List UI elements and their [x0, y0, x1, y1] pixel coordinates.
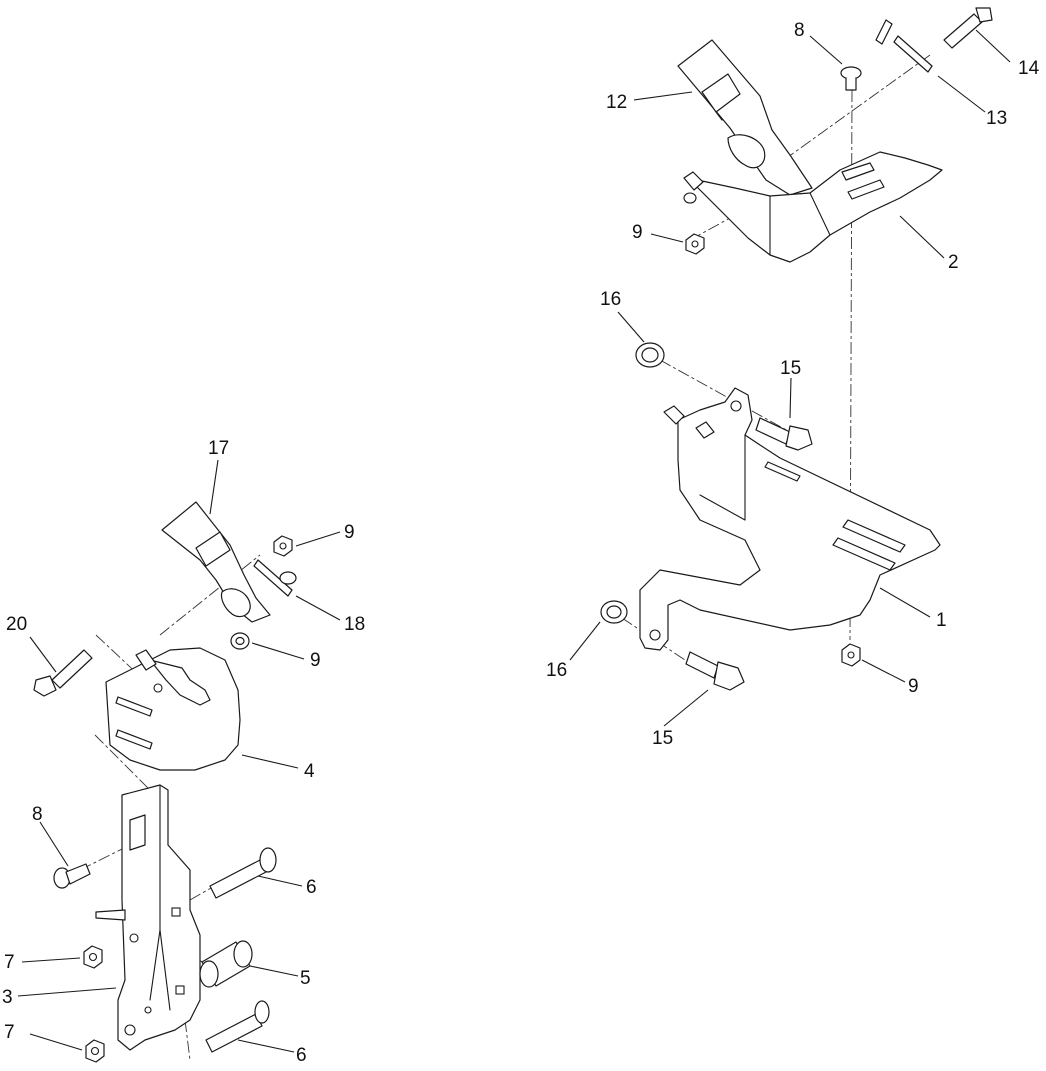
nut-part-7-top [83, 945, 103, 969]
pedal-bracket-part-4 [105, 647, 241, 771]
callout-6-top: 6 [306, 877, 317, 898]
callout-2: 2 [948, 252, 959, 273]
main-bracket-part-1 [639, 387, 941, 651]
callout-5: 5 [300, 968, 311, 989]
pedal-pad-part-17 [161, 501, 271, 623]
leader-lines [17, 29, 1011, 1053]
callout-9-c: 9 [344, 522, 355, 543]
spacer-part-13 [875, 19, 933, 73]
callout-15-top: 15 [780, 358, 801, 379]
pedal-pad-part-12 [677, 39, 813, 196]
bolt-part-15-bottom [685, 651, 745, 691]
bolt-part-14 [943, 7, 993, 49]
bolt-part-15-top [755, 417, 813, 451]
callout-6-bottom: 6 [296, 1045, 307, 1066]
callout-20: 20 [6, 614, 27, 635]
callout-1: 1 [936, 610, 947, 631]
callout-9-a: 9 [632, 222, 643, 243]
bushing-part-5 [199, 940, 253, 988]
callout-15-bottom: 15 [652, 728, 673, 749]
pin-part-6-top [209, 847, 277, 899]
nut-part-9-b [841, 643, 861, 667]
callout-4: 4 [304, 761, 315, 782]
nut-part-7-bottom [85, 1039, 105, 1063]
callout-14: 14 [1018, 58, 1040, 79]
callout-7-top: 7 [4, 952, 15, 973]
spacer-part-18 [253, 559, 297, 597]
callout-16-bottom: 16 [546, 660, 567, 681]
callout-9-d: 9 [310, 650, 321, 671]
callout-8-left: 8 [32, 804, 43, 825]
callout-12: 12 [606, 92, 627, 113]
flange-nut-part-16-top [635, 342, 665, 368]
nut-part-9-d [230, 632, 250, 650]
clevis-pin-part-8-right [840, 66, 862, 91]
callout-3: 3 [2, 987, 13, 1008]
callout-18: 18 [344, 614, 365, 635]
callout-7-bottom: 7 [4, 1022, 15, 1043]
pin-part-6-bottom [205, 1000, 270, 1053]
callout-16-top: 16 [600, 289, 621, 310]
nut-part-9-a [685, 233, 705, 255]
pedal-bracket-part-2 [683, 151, 943, 263]
callout-17: 17 [208, 438, 229, 459]
flange-nut-part-16-bottom [600, 600, 628, 624]
callout-9-b: 9 [908, 676, 919, 697]
clevis-pin-part-8-left [53, 863, 91, 889]
callout-13: 13 [986, 108, 1007, 129]
callout-8-right: 8 [794, 20, 805, 41]
bolt-part-20 [33, 649, 93, 697]
nut-part-9-c [273, 535, 293, 557]
callout-labels: 8 14 12 13 9 2 16 15 1 16 9 15 17 9 18 2… [2, 20, 1040, 1066]
pedal-arm-part-3 [95, 784, 201, 1051]
